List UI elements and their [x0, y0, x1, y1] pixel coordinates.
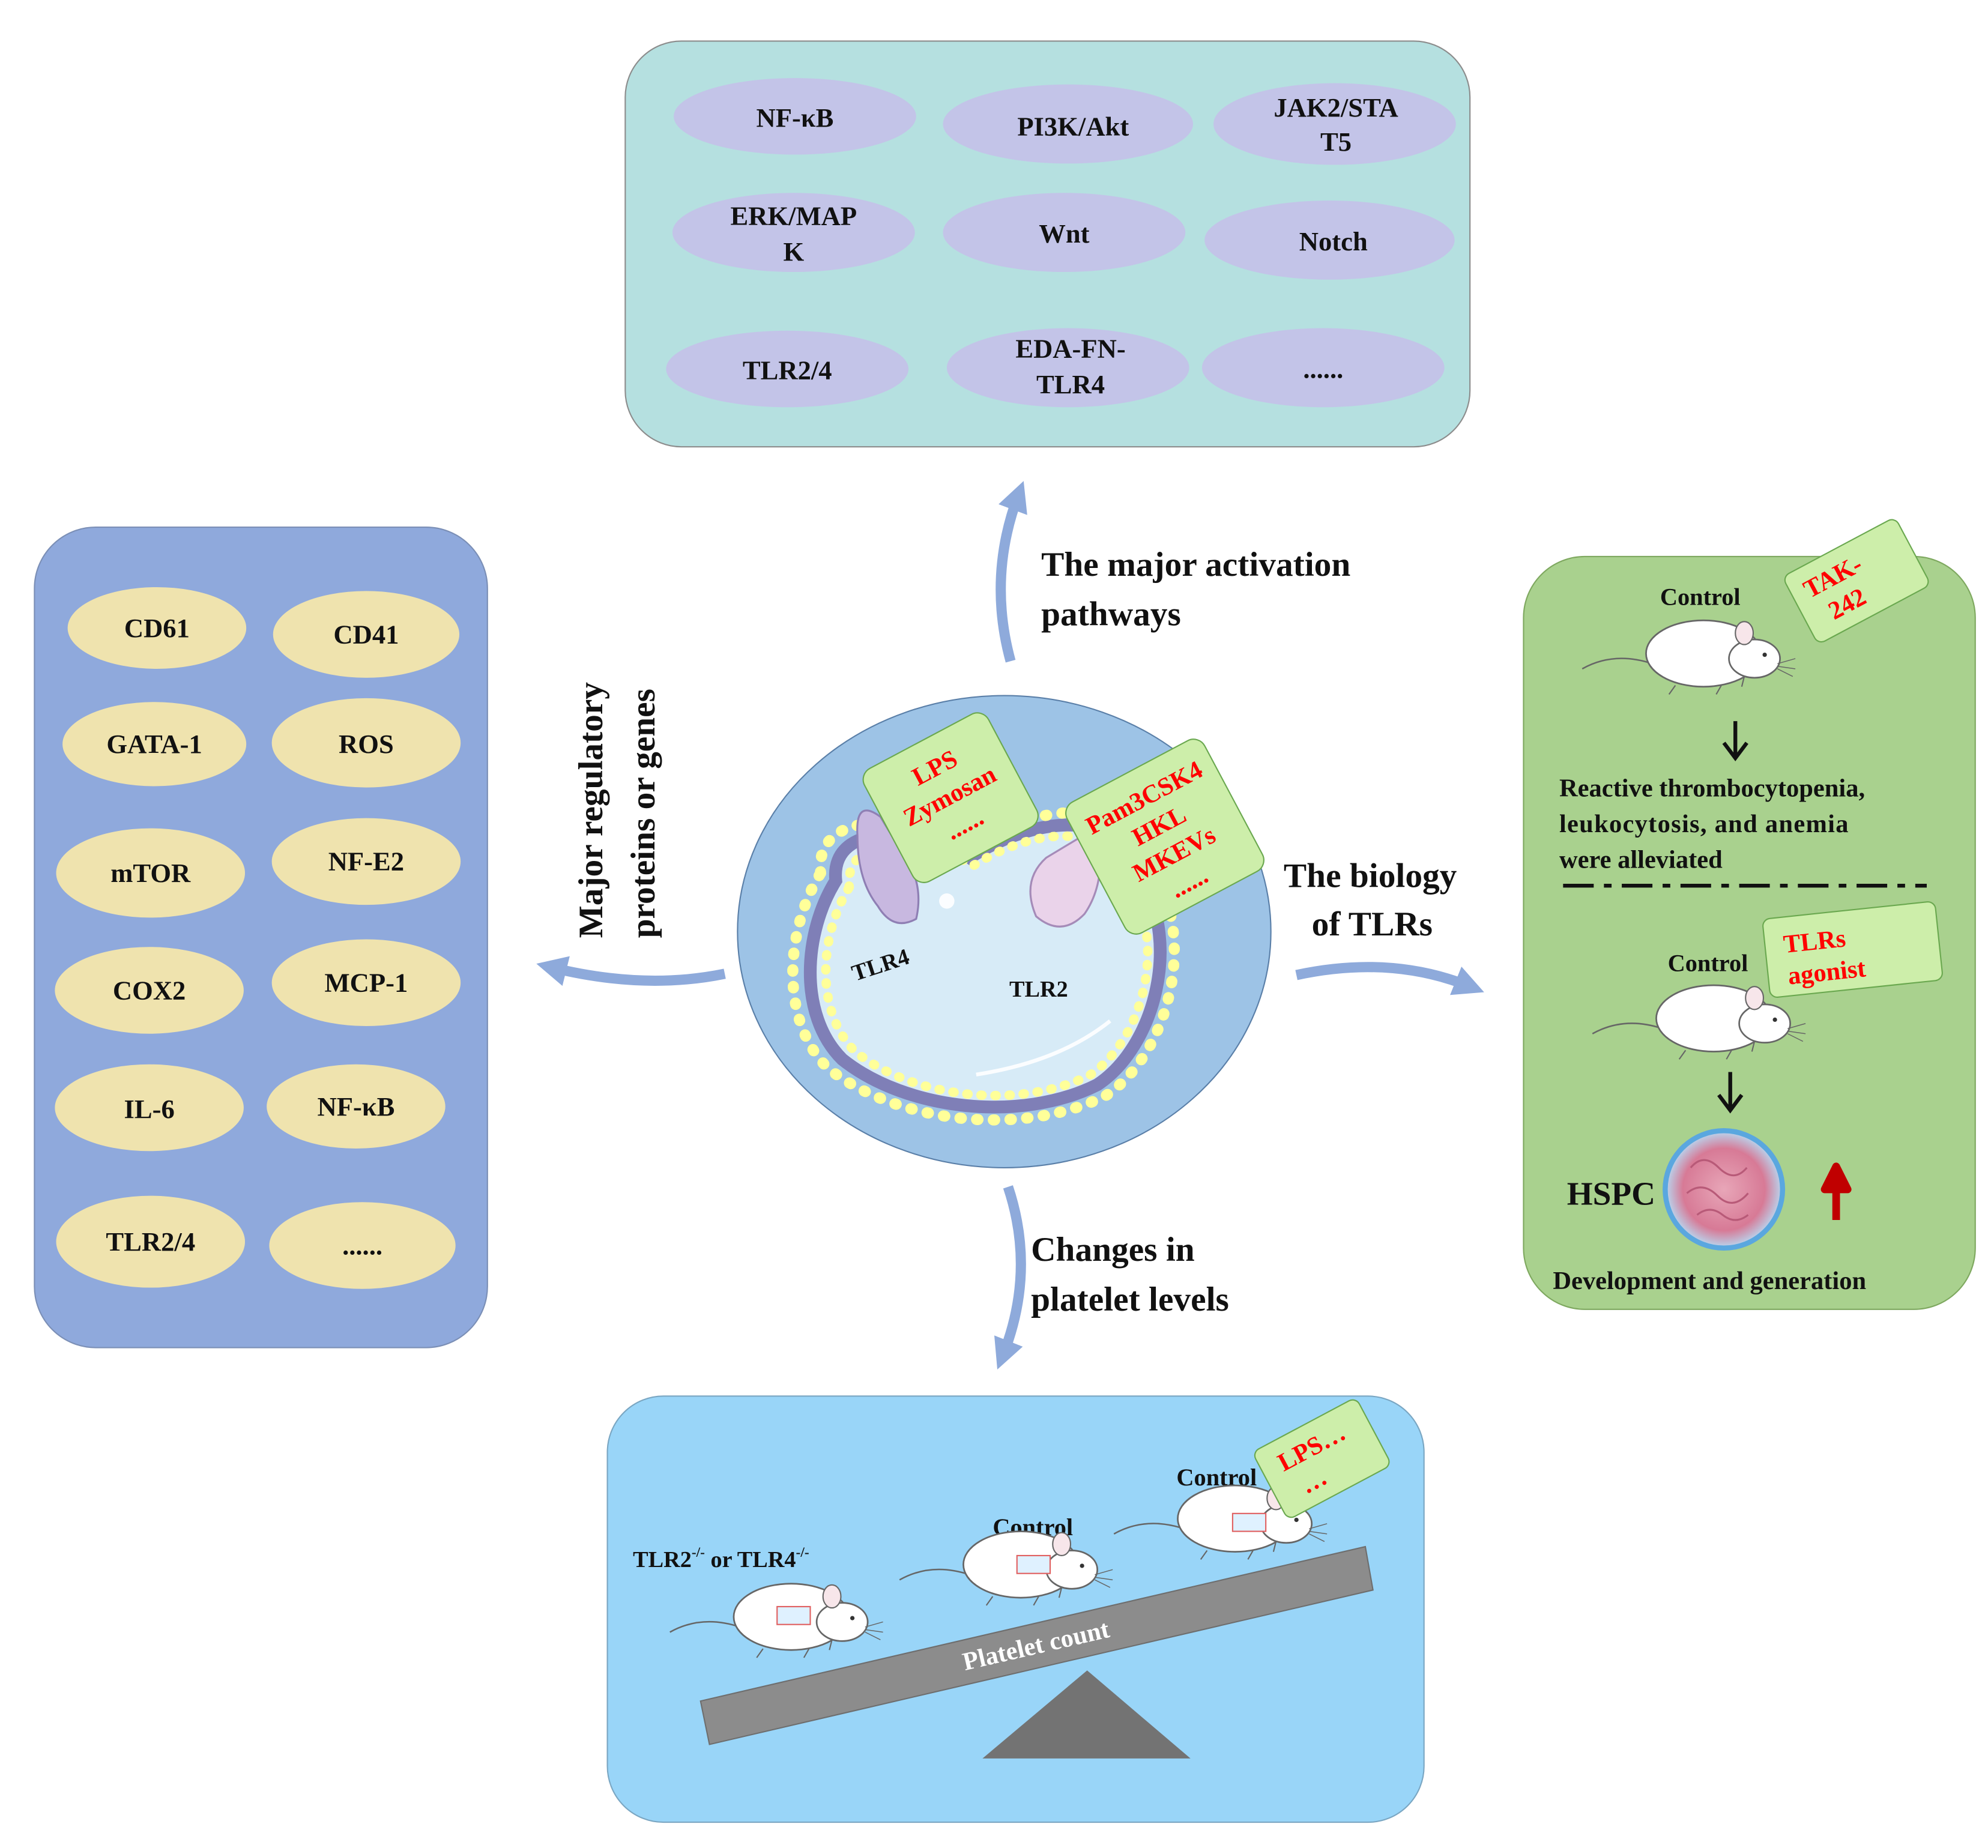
arrow-to-regulatory [536, 956, 726, 986]
regulatory-label: CD61 [124, 613, 190, 643]
regulatory-arrow-label: proteins or genes [624, 689, 662, 938]
pathway-oval [946, 328, 1189, 408]
hspc-caption: Development and generation [1553, 1267, 1866, 1295]
biology-label: of TLRs [1312, 905, 1433, 943]
arrow-to-platelet [994, 1185, 1026, 1370]
membrane-highlight [976, 1019, 1111, 1076]
activation-label: pathways [1041, 596, 1181, 633]
pathway-oval [943, 84, 1194, 164]
pathway-label: ERK/MAP [731, 201, 857, 231]
platelet-arrow-label: Changes in [1031, 1231, 1195, 1269]
pathway-label: TLR4 [1036, 369, 1105, 399]
biology-panel [1523, 555, 1976, 1310]
activation-label: The major activation [1041, 546, 1350, 584]
pathway-oval [1204, 201, 1455, 280]
regulatory-oval [56, 1195, 246, 1288]
pathway-oval [943, 193, 1186, 273]
pathway-oval [1213, 83, 1456, 165]
tlr2-label: TLR2 [1009, 977, 1068, 1002]
pathway-label: PI3K/Akt [1017, 112, 1129, 142]
regulatory-label: mTOR [110, 858, 191, 888]
regulatory-oval [56, 828, 246, 918]
ligand-callout-left: LPS Zymosan ...... [862, 712, 1039, 883]
pathway-oval [666, 330, 909, 408]
control-label: Control [1668, 950, 1748, 977]
regulatory-ovals [55, 587, 461, 1289]
regulatory-label: IL-6 [124, 1094, 175, 1124]
platelet-inset [1231, 1512, 1267, 1532]
knockout-label: TLR2-/- or TLR4-/- [633, 1545, 809, 1572]
regulatory-oval [271, 939, 461, 1027]
pathway-label: JAK2/STA [1273, 92, 1398, 122]
regulatory-oval [55, 1064, 244, 1152]
regulatory-arrow-label: Major regulatory [572, 682, 610, 938]
regulatory-oval [55, 947, 244, 1034]
regulatory-oval [273, 591, 460, 678]
pathway-oval [674, 78, 916, 155]
arrow-to-biology [1295, 962, 1484, 995]
regulatory-label: COX2 [113, 975, 186, 1005]
regulatory-label: MCP-1 [325, 968, 408, 998]
tlr4-receptor [856, 809, 920, 925]
regulatory-oval [267, 1064, 446, 1149]
pathway-label: Notch [1299, 226, 1368, 256]
regulatory-oval [62, 702, 247, 787]
up-arrow-icon [1820, 1162, 1852, 1221]
regulatory-label: NF-E2 [328, 847, 404, 877]
regulatory-label: ...... [342, 1230, 382, 1260]
agonist-label: TLRs [1782, 924, 1847, 959]
result-text: Reactive thrombocytopenia, [1559, 774, 1865, 802]
down-arrow-icon [1722, 721, 1748, 762]
result-text: leukocytosis, and anemia [1559, 810, 1849, 838]
platelet-inset [1016, 1554, 1051, 1574]
regulatory-oval [67, 587, 247, 669]
regulatory-oval [271, 818, 461, 905]
regulatory-oval [271, 698, 461, 788]
fulcrum [982, 1670, 1191, 1759]
down-arrow-icon [1717, 1072, 1744, 1114]
regulatory-oval [269, 1202, 456, 1289]
platelet-inset [776, 1605, 811, 1625]
regulatory-label: NF-κB [317, 1092, 394, 1122]
regulatory-label: ROS [339, 729, 394, 759]
biology-label: The biology [1284, 857, 1457, 895]
pathway-label: K [783, 237, 804, 267]
pathway-label: ...... [1303, 354, 1343, 384]
arrow-to-pathways [996, 481, 1027, 663]
pathway-label: NF-κB [757, 103, 834, 133]
ligand-callout-right: Pam3CSK4 HKL MKEVs ...... [1065, 738, 1264, 935]
regulatory-label: GATA-1 [106, 729, 202, 759]
pathway-label: Wnt [1039, 219, 1089, 249]
result-text: were alleviated [1559, 845, 1723, 874]
platelet-arrow-label: platelet levels [1031, 1281, 1229, 1318]
hspc-label: HSPC [1567, 1176, 1655, 1212]
pathway-label: T5 [1320, 127, 1352, 157]
regulatory-label: TLR2/4 [106, 1227, 195, 1257]
seesaw-beam [699, 1545, 1374, 1745]
pathway-oval [1201, 328, 1445, 408]
pathway-label: EDA-FN- [1015, 333, 1125, 363]
regulatory-label: CD41 [333, 619, 399, 649]
agonist-callout: TLRs agonist [1762, 901, 1943, 998]
pathway-label: TLR2/4 [743, 355, 832, 385]
control-label: Control [1660, 584, 1741, 611]
hspc-dish-icon [1663, 1128, 1786, 1251]
pathway-ovals [666, 78, 1456, 408]
inhibitor-callout: TAK- 242 [1784, 519, 1929, 643]
pathway-oval [672, 193, 915, 273]
